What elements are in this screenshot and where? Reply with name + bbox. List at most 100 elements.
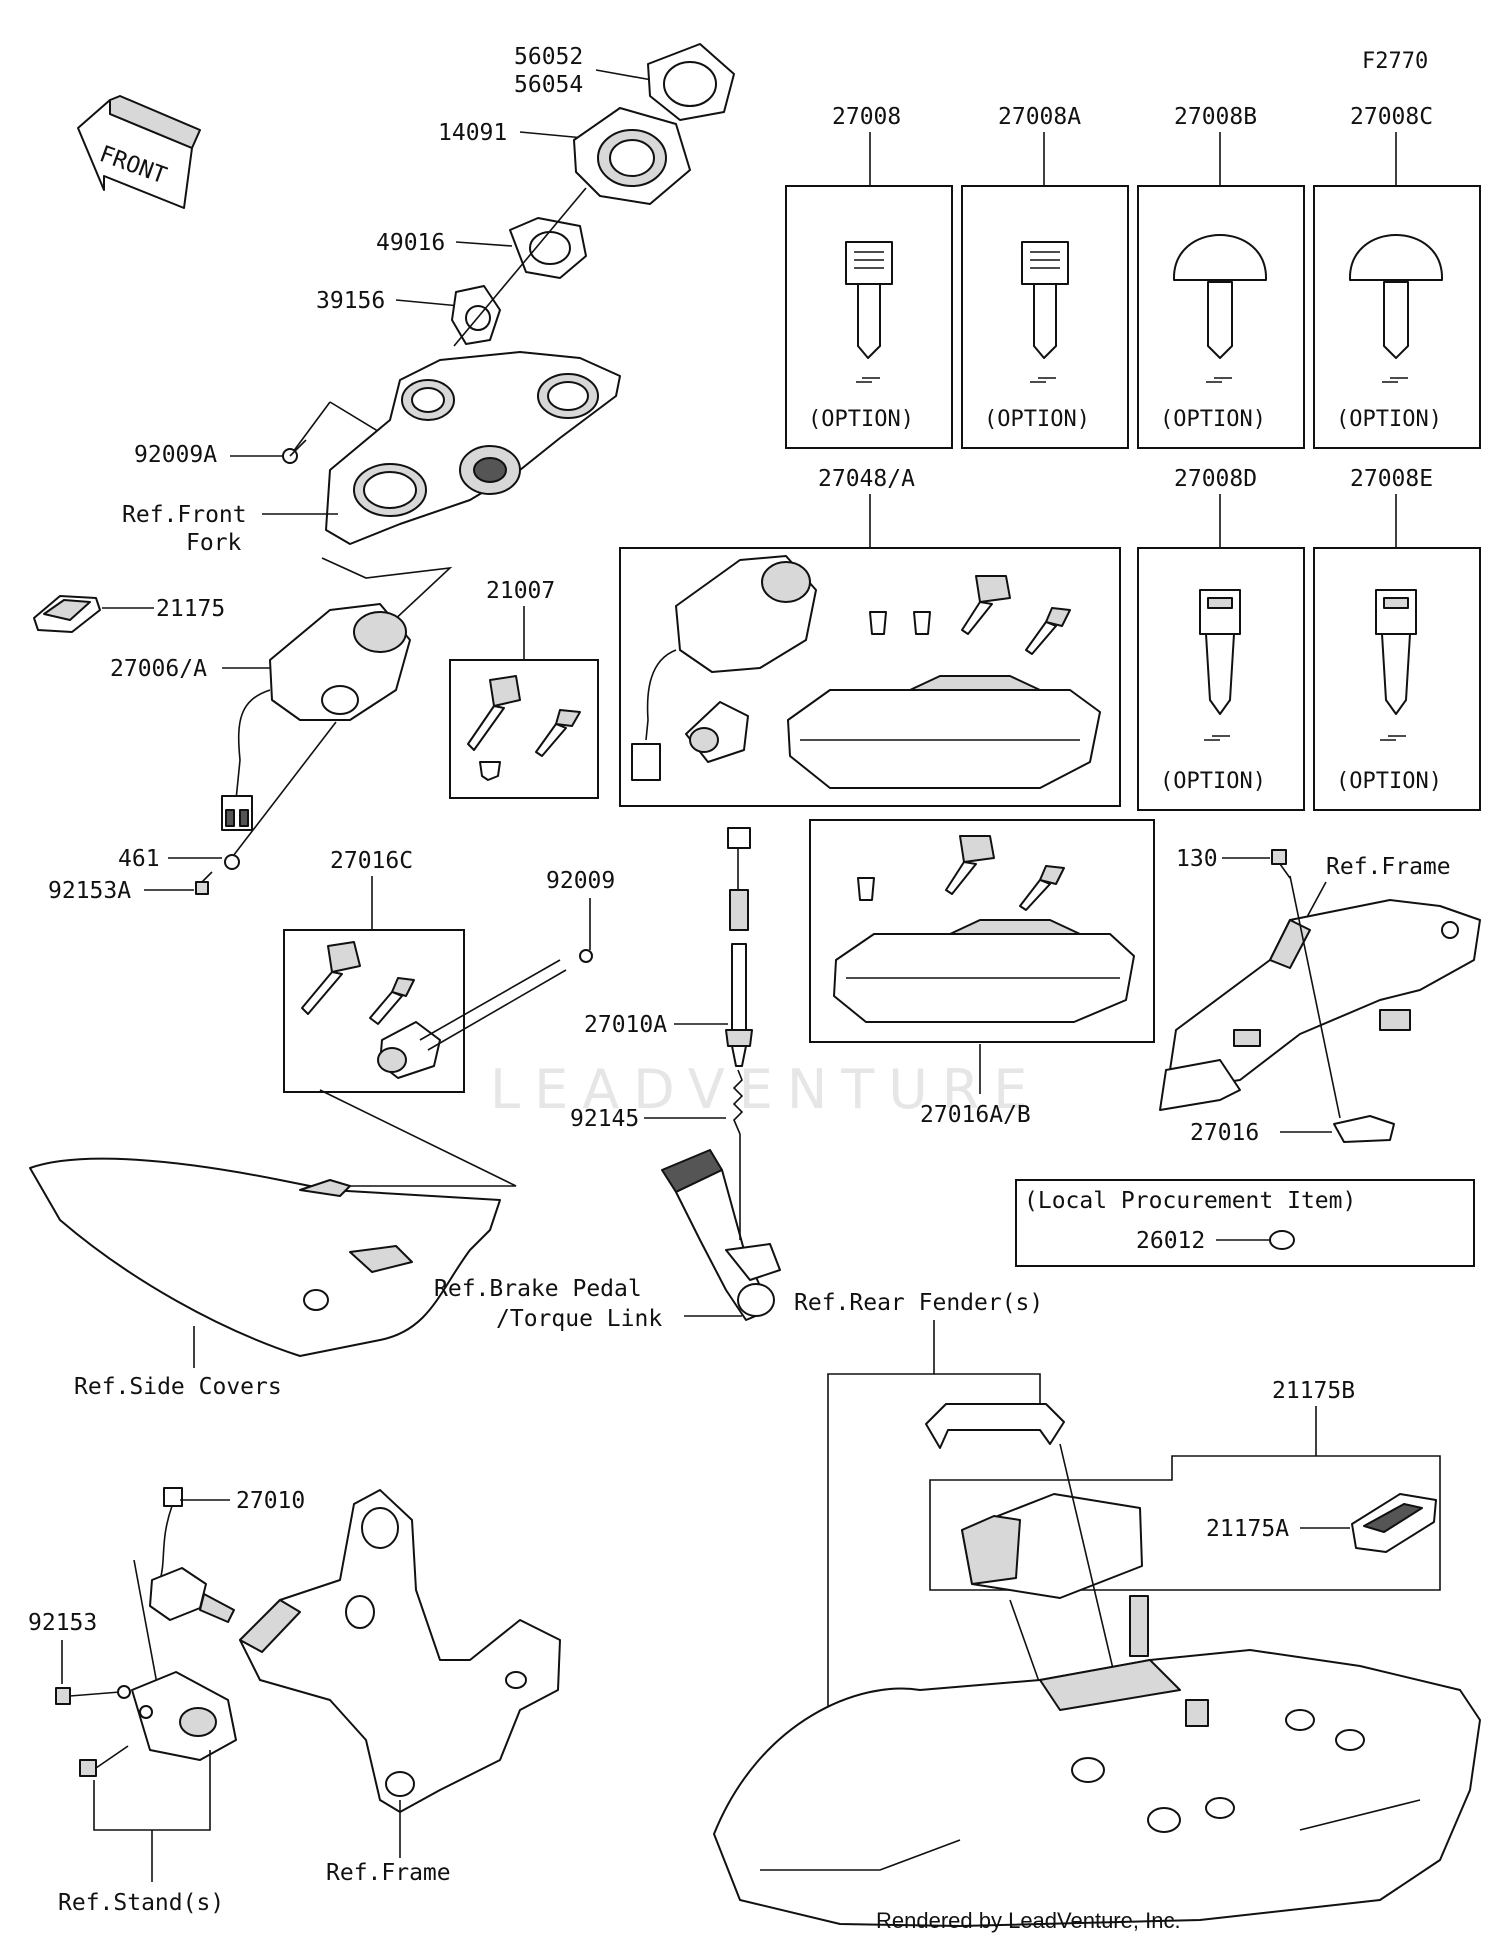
label-27016: 27016: [1190, 1120, 1259, 1146]
ignition-kit-27048A-part: [631, 555, 1101, 789]
label-27008C: 27008C: [1350, 104, 1433, 130]
label-461: 461: [118, 846, 160, 872]
spring-92145-part: [732, 1069, 744, 1135]
leader-92009A-b: [289, 401, 331, 457]
leader-39156: [395, 299, 461, 307]
label-27008D: 27008D: [1174, 466, 1257, 492]
label-27008A: 27008A: [998, 104, 1081, 130]
label-39156: 39156: [316, 288, 385, 314]
seat-latch-27016-part: [1333, 1115, 1395, 1143]
watermark-text: LEADVENTURE: [490, 1058, 1041, 1121]
ref-rear-fenders: Ref.Rear Fender(s): [794, 1290, 1043, 1316]
box-27016C: [283, 929, 465, 1093]
ref-stands: Ref.Stand(s): [58, 1890, 224, 1916]
bolt-130-part: [1271, 849, 1291, 879]
keys-21007-part: [467, 675, 581, 781]
label-130: 130: [1176, 846, 1218, 872]
label-27010A: 27010A: [584, 1012, 667, 1038]
box-27008E: [1313, 547, 1481, 811]
bolt-stand-part: [79, 1745, 129, 1777]
label-21175B: 21175B: [1272, 1378, 1355, 1404]
key-27008A-icon: [1021, 241, 1069, 383]
ref-frame-right: Ref.Frame: [1326, 854, 1451, 880]
label-27016C: 27016C: [330, 848, 413, 874]
washer-92153-part: [117, 1685, 131, 1699]
label-56054: 56054: [514, 72, 583, 98]
option-27008: (OPTION): [808, 407, 914, 432]
key-27008B-icon: [1172, 234, 1268, 383]
ref-brake-pedal-line1: Ref.Brake Pedal: [434, 1276, 642, 1302]
leader-56052: [595, 69, 653, 81]
label-21175: 21175: [156, 596, 225, 622]
leader-27010-axis: [133, 1559, 161, 1701]
ref-side-covers: Ref.Side Covers: [74, 1374, 282, 1400]
screw-92009-part: [579, 949, 593, 963]
sidestand-switch-27010-part: [149, 1487, 235, 1623]
label-27010: 27010: [236, 1488, 305, 1514]
cover-ring-part: [647, 43, 735, 121]
ref-front-fork-line2: Fork: [186, 530, 242, 556]
leader-rear-fenders: [827, 1320, 935, 1720]
label-27016AB: 27016A/B: [920, 1102, 1031, 1128]
label-92009A: 92009A: [134, 442, 217, 468]
bolt-92009A-part: [282, 439, 307, 464]
box-21175B: [929, 1406, 1441, 1591]
leader-14091: [519, 131, 585, 139]
label-56052: 56052: [514, 44, 583, 70]
upper-triple-clamp-part: [325, 351, 621, 545]
figure-code: F2770: [1362, 49, 1428, 74]
ref-frame-bottom: Ref.Frame: [326, 1860, 451, 1886]
rear-frame-part: [1159, 899, 1481, 1111]
box-27008C: [1313, 185, 1481, 449]
box-21007: [449, 659, 599, 799]
leader-ignition-axis: [229, 721, 337, 861]
main-frame-part: [239, 1489, 561, 1813]
local-procurement-label: (Local Procurement Item): [1024, 1188, 1356, 1214]
label-92153: 92153: [28, 1610, 97, 1636]
leader-stands-bracket: [93, 1750, 211, 1831]
option-27008C: (OPTION): [1336, 407, 1442, 432]
box-local-procurement: [1015, 1179, 1475, 1267]
leader-bracket-axis: [1059, 1443, 1119, 1691]
stand-bracket-part: [131, 1671, 237, 1761]
bracket-part: [925, 1403, 1065, 1449]
leader-case-axis: [1009, 1599, 1043, 1691]
front-arrow-icon: FRONT: [77, 95, 201, 209]
option-27008A: (OPTION): [984, 407, 1090, 432]
leader-assembly-axis: [453, 187, 587, 347]
key-fob-21175-part: [33, 595, 101, 633]
ref-front-fork-line1: Ref.Front: [122, 502, 247, 528]
key-switch-cover-part: [573, 107, 691, 205]
leader-frame-axis: [1289, 875, 1341, 1119]
label-27008: 27008: [832, 104, 901, 130]
option-27008D: (OPTION): [1160, 769, 1266, 794]
key-21175A-part: [1351, 1493, 1437, 1553]
option-27008E: (OPTION): [1336, 769, 1442, 794]
leader-49016: [455, 241, 513, 247]
label-27006A: 27006/A: [110, 656, 207, 682]
side-cover-part: [29, 1157, 501, 1357]
keys-27016C-part: [301, 941, 415, 1025]
brake-switch-27010A-part: [725, 827, 753, 1067]
seat-lock-27016C-part: [377, 959, 567, 1079]
label-92153A: 92153A: [48, 878, 131, 904]
rear-fender-part: [713, 1595, 1481, 1927]
box-27008D: [1137, 547, 1305, 811]
leader-rear-fenders-b: [934, 1373, 1041, 1404]
cap-26012-part: [1269, 1230, 1295, 1250]
key-27008E-icon: [1375, 589, 1417, 741]
ref-brake-pedal-line2: /Torque Link: [496, 1306, 662, 1332]
box-27016AB: [809, 819, 1155, 1043]
key-27008-icon: [845, 241, 893, 383]
label-92145: 92145: [570, 1106, 639, 1132]
bolt-92153-part: [55, 1687, 121, 1705]
key-27008D-icon: [1199, 589, 1241, 741]
label-92009: 92009: [546, 868, 615, 894]
leader-zigzag-2: [319, 1089, 517, 1187]
ignition-switch-part: [221, 603, 411, 831]
box-27048A: [619, 547, 1121, 807]
label-27048A: 27048/A: [818, 466, 915, 492]
label-49016: 49016: [376, 230, 445, 256]
key-27008C-icon: [1348, 234, 1444, 383]
label-21007: 21007: [486, 578, 555, 604]
